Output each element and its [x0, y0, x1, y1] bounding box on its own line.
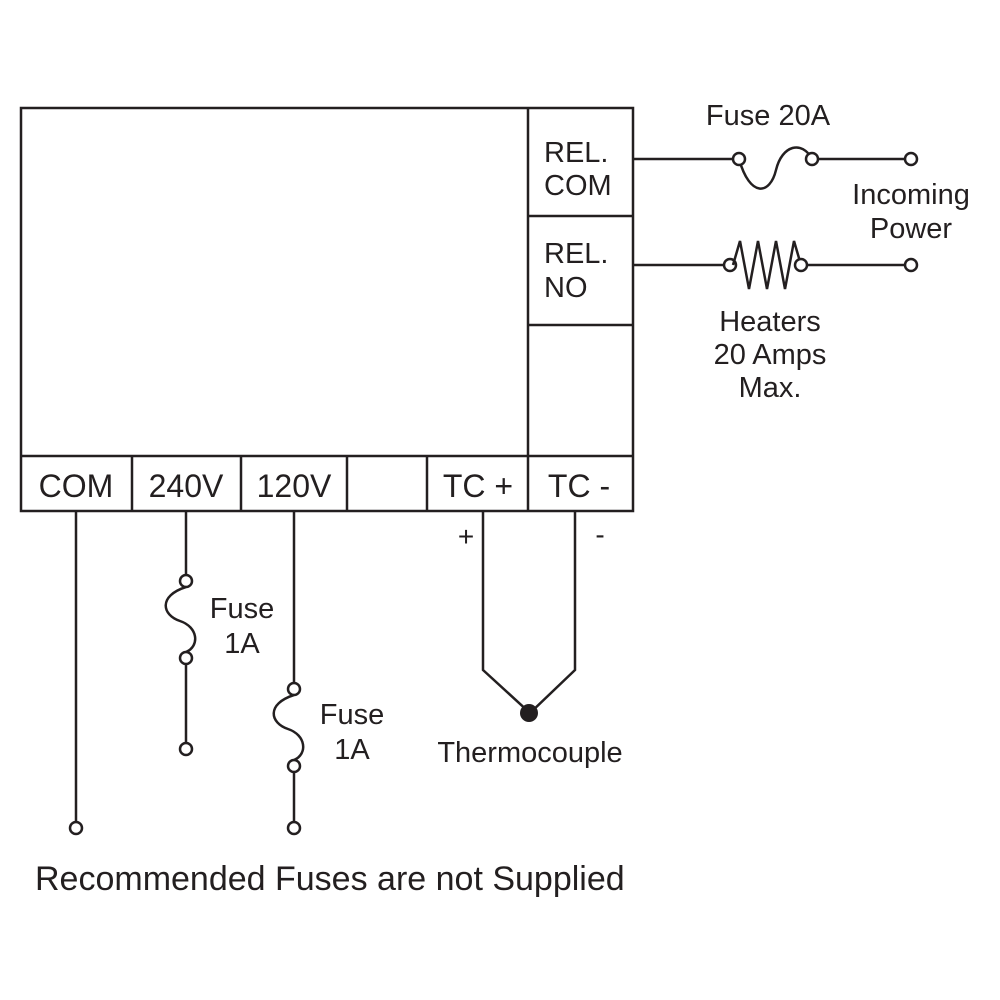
supply-120v-lead: Fuse 1A — [272, 511, 384, 836]
incoming-power-terminal-bottom — [903, 257, 919, 273]
fuse-120v-terminal-bottom — [286, 758, 302, 774]
heater-label-line1: Heaters — [719, 306, 821, 338]
thermocouple-wires — [481, 511, 577, 715]
fuse-20a-label: Fuse 20A — [706, 100, 831, 132]
incoming-power-terminal-top — [903, 151, 919, 167]
fuse-240v-terminal-top — [178, 573, 194, 589]
fuse-240v-symbol — [164, 585, 197, 654]
240v-lead-terminal — [178, 741, 194, 757]
fuse-20a-terminal-left — [731, 151, 747, 167]
relay-com-label-line1: REL. — [544, 137, 608, 169]
terminal-com-label: COM — [39, 468, 114, 504]
relay-com-label-line2: COM — [544, 170, 612, 202]
heater-resistor-symbol — [731, 240, 803, 290]
terminal-240v-label: 240V — [149, 468, 224, 504]
thermocouple-label: Thermocouple — [437, 737, 622, 769]
fuse-120v-label-line1: Fuse — [320, 699, 384, 731]
fuse-note: Recommended Fuses are not Supplied — [35, 860, 625, 898]
fuse-120v-symbol — [272, 693, 305, 762]
terminal-tc-plus-label: TC + — [443, 468, 513, 504]
thermocouple-minus-sign: - — [595, 519, 604, 550]
supply-240v-lead: Fuse 1A — [164, 511, 274, 757]
heater-terminal-right — [793, 257, 809, 273]
incoming-power-label-line1: Incoming — [852, 179, 970, 211]
thermocouple-plus-sign: + — [458, 521, 474, 552]
relay-no-label-line2: NO — [544, 272, 588, 304]
fuse-240v-terminal-bottom — [178, 650, 194, 666]
120v-lead-terminal — [286, 820, 302, 836]
relay-no-label-line1: REL. — [544, 238, 608, 270]
fuse-20a-terminal-right — [804, 151, 820, 167]
com-terminal — [68, 820, 84, 836]
relay-no-circuit: Heaters 20 Amps Max. — [633, 240, 919, 404]
controller-unit: REL. COM REL. NO COM 240V 120V TC + TC - — [19, 106, 635, 513]
thermocouple-circuit: + - Thermocouple — [437, 511, 623, 769]
terminal-tc-minus-label: TC - — [548, 468, 610, 504]
heater-label-line2: 20 Amps — [714, 339, 827, 371]
controller-outline — [19, 106, 635, 513]
fuse-120v-label-line2: 1A — [334, 734, 370, 766]
fuse-120v-terminal-top — [286, 681, 302, 697]
com-lead — [68, 511, 84, 836]
relay-com-circuit: Fuse 20A Incoming Power — [633, 100, 970, 245]
thermocouple-junction — [520, 704, 538, 722]
terminal-120v-label: 120V — [257, 468, 332, 504]
fuse-240v-label-line2: 1A — [224, 628, 260, 660]
incoming-power-label-line2: Power — [870, 213, 953, 245]
fuse-20a-symbol — [737, 146, 814, 190]
heater-label-line3: Max. — [739, 372, 802, 404]
fuse-240v-label-line1: Fuse — [210, 593, 274, 625]
